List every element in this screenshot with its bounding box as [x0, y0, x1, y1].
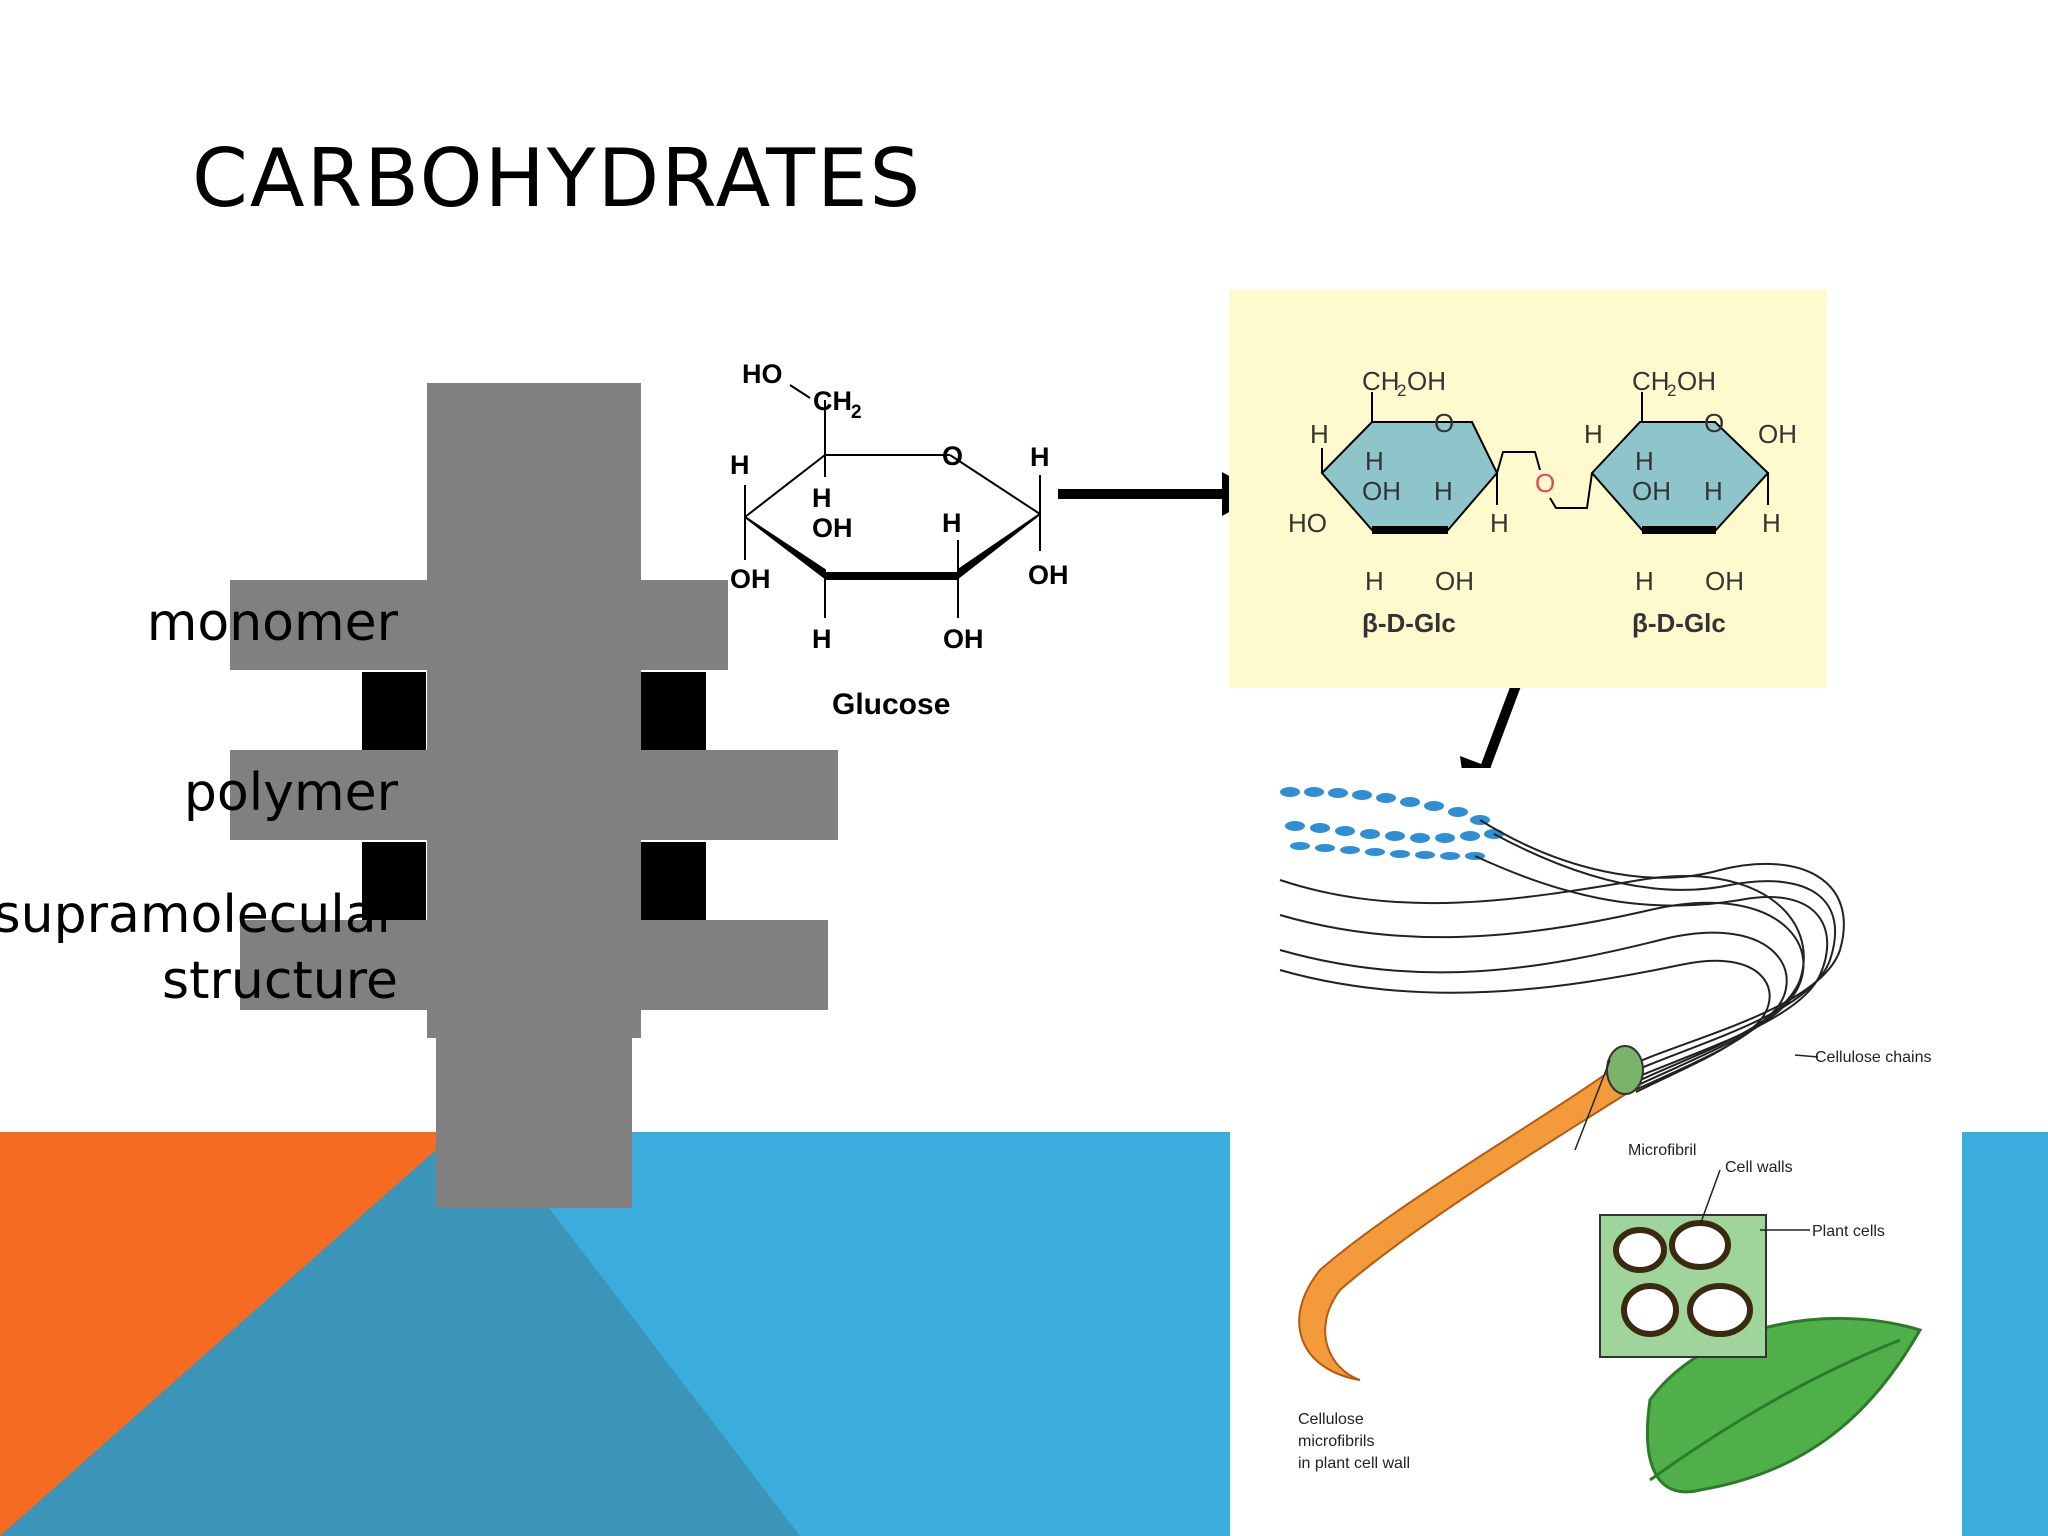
svg-text:2: 2	[851, 402, 862, 423]
svg-text:OH: OH	[1705, 566, 1744, 596]
label-caption-line-3: in plant cell wall	[1298, 1455, 1410, 1472]
svg-text:H: H	[812, 624, 832, 654]
svg-text:H: H	[1635, 566, 1654, 596]
svg-text:H: H	[812, 483, 832, 513]
svg-text:OH: OH	[943, 624, 984, 654]
cellobiose-structure	[1320, 392, 1770, 534]
dark-blue-triangle	[0, 1148, 800, 1536]
cellulose-chains-drawing	[1279, 787, 1923, 1494]
svg-text:H: H	[730, 450, 750, 480]
svg-text:H: H	[1584, 419, 1603, 449]
svg-text:H: H	[1704, 476, 1723, 506]
svg-text:2: 2	[1667, 381, 1676, 400]
svg-text:CH: CH	[1632, 366, 1670, 396]
glucose-caption: Glucose	[832, 688, 950, 721]
svg-text:H: H	[1434, 476, 1453, 506]
svg-text:OH: OH	[1435, 566, 1474, 596]
label-supramolecular-structure: supramolecular structure	[0, 882, 398, 1014]
svg-text:H: H	[942, 508, 962, 538]
slide-title: CARBOHYDRATES	[192, 132, 923, 225]
svg-text:OH: OH	[1407, 366, 1446, 396]
svg-text:O: O	[1704, 408, 1724, 438]
svg-text:CH: CH	[1362, 366, 1400, 396]
svg-text:H: H	[1762, 508, 1781, 538]
svg-text:H: H	[1030, 442, 1050, 472]
svg-text:H: H	[1365, 446, 1384, 476]
polymer-text: polymer	[183, 763, 398, 823]
label-microfibril: Microfibril	[1628, 1142, 1696, 1159]
label-monomer: monomer	[147, 590, 398, 656]
svg-text:O: O	[1434, 408, 1454, 438]
beta-d-glc-label-1: β-D-Glc	[1362, 608, 1456, 638]
svg-text:O: O	[942, 441, 963, 471]
svg-text:OH: OH	[812, 513, 853, 543]
supramolecular-text: supramolecular	[0, 885, 398, 945]
label-cell-walls: Cell walls	[1725, 1159, 1793, 1176]
svg-text:2: 2	[1397, 381, 1406, 400]
svg-text:H: H	[1635, 446, 1654, 476]
svg-text:H: H	[1365, 566, 1384, 596]
svg-text:H: H	[1310, 419, 1329, 449]
label-cellulose-chains: Cellulose chains	[1815, 1049, 1932, 1066]
structure-text: structure	[162, 951, 398, 1011]
svg-text:OH: OH	[1028, 560, 1069, 590]
monomer-text: monomer	[146, 593, 398, 653]
glucose-structure	[744, 384, 1041, 618]
label-caption-line-1: Cellulose	[1298, 1411, 1364, 1428]
svg-text:OH: OH	[1677, 366, 1716, 396]
label-polymer: polymer	[184, 760, 398, 826]
ladder-shape	[230, 383, 838, 1208]
svg-text:O: O	[1535, 468, 1555, 498]
svg-text:OH: OH	[1632, 476, 1671, 506]
svg-text:OH: OH	[1362, 476, 1401, 506]
cellulose-labels: Cellulose chains Microfibril Cell walls …	[1298, 1049, 1932, 1472]
svg-text:H: H	[1490, 508, 1509, 538]
svg-text:HO: HO	[1288, 508, 1327, 538]
beta-d-glc-label-2: β-D-Glc	[1632, 608, 1726, 638]
svg-text:OH: OH	[1758, 419, 1797, 449]
svg-text:HO: HO	[742, 359, 783, 389]
label-plant-cells: Plant cells	[1812, 1223, 1885, 1240]
svg-text:CH: CH	[813, 386, 852, 416]
svg-text:OH: OH	[730, 564, 771, 594]
label-caption-line-2: microfibrils	[1298, 1433, 1374, 1450]
